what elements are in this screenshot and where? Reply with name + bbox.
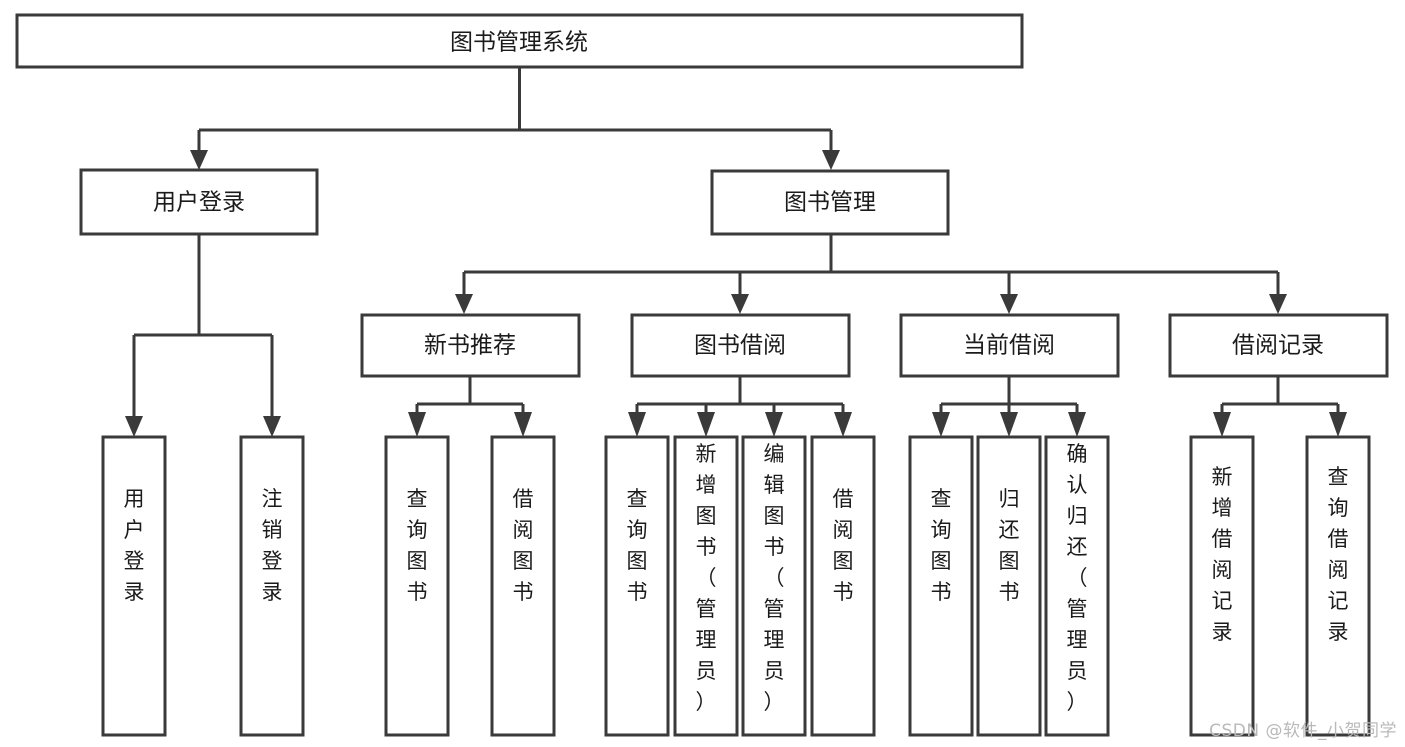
leaf-user-login-1-label: 用户登录 xyxy=(124,487,145,604)
arrow-head-newbook-leaf1 xyxy=(408,412,426,437)
node-user-login[interactable]: 用户登录 xyxy=(79,168,319,236)
node-book-management[interactable]: 图书管理 xyxy=(710,169,950,236)
arrow-head-borrowrecord-leaf1 xyxy=(1213,412,1231,437)
leaf-borrow-record-1[interactable]: 新增借阅记录 xyxy=(1189,435,1255,737)
arrow-head-currentborrow-leaf2 xyxy=(1000,412,1018,437)
arrow-head-newbook-leaf2 xyxy=(514,412,532,437)
arrow-head-borrow-record xyxy=(1269,294,1287,314)
node-current-borrow[interactable]: 当前借阅 xyxy=(899,313,1120,378)
leaf-book-borrow-2-box[interactable] xyxy=(673,435,739,737)
leaf-book-borrow-2-label: 新增图书（管理员） xyxy=(696,442,717,714)
leaf-book-borrow-4-label: 借阅图书 xyxy=(833,487,854,604)
leaf-current-borrow-3-box[interactable] xyxy=(1044,435,1110,737)
node-borrow-record-label: 借阅记录 xyxy=(1232,333,1324,359)
node-current-borrow-label: 当前借阅 xyxy=(963,333,1055,359)
leaf-borrow-record-2[interactable]: 查询借阅记录 xyxy=(1305,435,1371,737)
arrow-head-book-borrow xyxy=(731,294,749,314)
arrow-head-to-book-management xyxy=(822,150,840,170)
leaf-current-borrow-3[interactable]: 确认归还（管理员） xyxy=(1044,435,1110,737)
leaf-book-borrow-4-box[interactable] xyxy=(810,435,876,737)
node-root-system-label: 图书管理系统 xyxy=(450,30,588,56)
leaf-book-borrow-3[interactable]: 编辑图书（管理员） xyxy=(741,435,807,737)
node-book-borrow-box[interactable] xyxy=(630,313,851,378)
arrow-head-bookborrow-leaf3 xyxy=(765,412,783,437)
leaf-new-book-2-label: 借阅图书 xyxy=(513,487,534,604)
arrow-head-currentborrow-leaf3 xyxy=(1068,412,1086,437)
node-root-system[interactable]: 图书管理系统 xyxy=(15,13,1024,69)
leaf-book-borrow-4[interactable]: 借阅图书 xyxy=(810,435,876,737)
node-book-management-box[interactable] xyxy=(710,169,950,236)
arrow-head-user-leaf2 xyxy=(263,416,281,437)
leaf-book-borrow-3-box[interactable] xyxy=(741,435,807,737)
node-root-system-box[interactable] xyxy=(15,13,1024,69)
node-borrow-record-box[interactable] xyxy=(1168,313,1389,378)
connector-layer xyxy=(125,67,1347,437)
leaf-current-borrow-1-label: 查询图书 xyxy=(931,487,952,604)
node-user-login-box[interactable] xyxy=(79,168,319,236)
arrow-head-bookborrow-leaf1 xyxy=(628,412,646,437)
arrow-head-borrowrecord-leaf2 xyxy=(1329,412,1347,437)
node-book-management-label: 图书管理 xyxy=(784,190,876,216)
leaf-new-book-1[interactable]: 查询图书 xyxy=(384,435,450,737)
arrow-head-user-leaf1 xyxy=(125,416,143,437)
leaf-borrow-record-2-box[interactable] xyxy=(1305,435,1371,737)
leaf-borrow-record-1-label: 新增借阅记录 xyxy=(1212,465,1233,644)
leaf-borrow-record-2-label: 查询借阅记录 xyxy=(1328,465,1349,644)
leaf-current-borrow-1-box[interactable] xyxy=(908,435,974,737)
leaf-user-login-2-label: 注销登录 xyxy=(262,487,283,604)
arrow-head-current-borrow xyxy=(1000,294,1018,314)
leaf-book-borrow-3-label: 编辑图书（管理员） xyxy=(764,442,785,714)
node-new-book-recommend-label: 新书推荐 xyxy=(424,333,516,359)
leaf-book-borrow-2[interactable]: 新增图书（管理员） xyxy=(673,435,739,737)
leaf-user-login-1-box[interactable] xyxy=(101,435,167,737)
leaf-current-borrow-3-label: 确认归还（管理员） xyxy=(1067,442,1088,714)
node-current-borrow-box[interactable] xyxy=(899,313,1120,378)
arrow-head-bookborrow-leaf2 xyxy=(697,412,715,437)
leaf-new-book-2-box[interactable] xyxy=(490,435,556,737)
arrow-head-to-user-login xyxy=(190,150,208,170)
leaf-borrow-record-1-box[interactable] xyxy=(1189,435,1255,737)
node-book-borrow-label: 图书借阅 xyxy=(694,333,786,359)
leaf-book-borrow-1[interactable]: 查询图书 xyxy=(604,435,670,737)
leaf-new-book-2[interactable]: 借阅图书 xyxy=(490,435,556,737)
leaf-current-borrow-1[interactable]: 查询图书 xyxy=(908,435,974,737)
leaf-current-borrow-2[interactable]: 归还图书 xyxy=(976,435,1042,737)
arrow-head-currentborrow-leaf1 xyxy=(932,412,950,437)
csdn-watermark: CSDN @软件_小贺同学 xyxy=(1209,721,1397,741)
leaf-user-login-2[interactable]: 注销登录 xyxy=(239,435,305,737)
arrow-head-bookborrow-leaf4 xyxy=(834,412,852,437)
leaf-new-book-1-label: 查询图书 xyxy=(407,487,428,604)
leaf-book-borrow-1-box[interactable] xyxy=(604,435,670,737)
node-borrow-record[interactable]: 借阅记录 xyxy=(1168,313,1389,378)
arrow-head-new-book xyxy=(455,294,473,314)
node-book-borrow[interactable]: 图书借阅 xyxy=(630,313,851,378)
node-new-book-recommend[interactable]: 新书推荐 xyxy=(360,313,581,378)
leaf-user-login-1[interactable]: 用户登录 xyxy=(101,435,167,737)
node-new-book-recommend-box[interactable] xyxy=(360,313,581,378)
leaf-current-borrow-2-box[interactable] xyxy=(976,435,1042,737)
leaf-user-login-2-box[interactable] xyxy=(239,435,305,737)
leaf-new-book-1-box[interactable] xyxy=(384,435,450,737)
leaf-book-borrow-1-label: 查询图书 xyxy=(627,487,648,604)
leaf-current-borrow-2-label: 归还图书 xyxy=(999,487,1020,604)
node-user-login-label: 用户登录 xyxy=(153,190,245,216)
